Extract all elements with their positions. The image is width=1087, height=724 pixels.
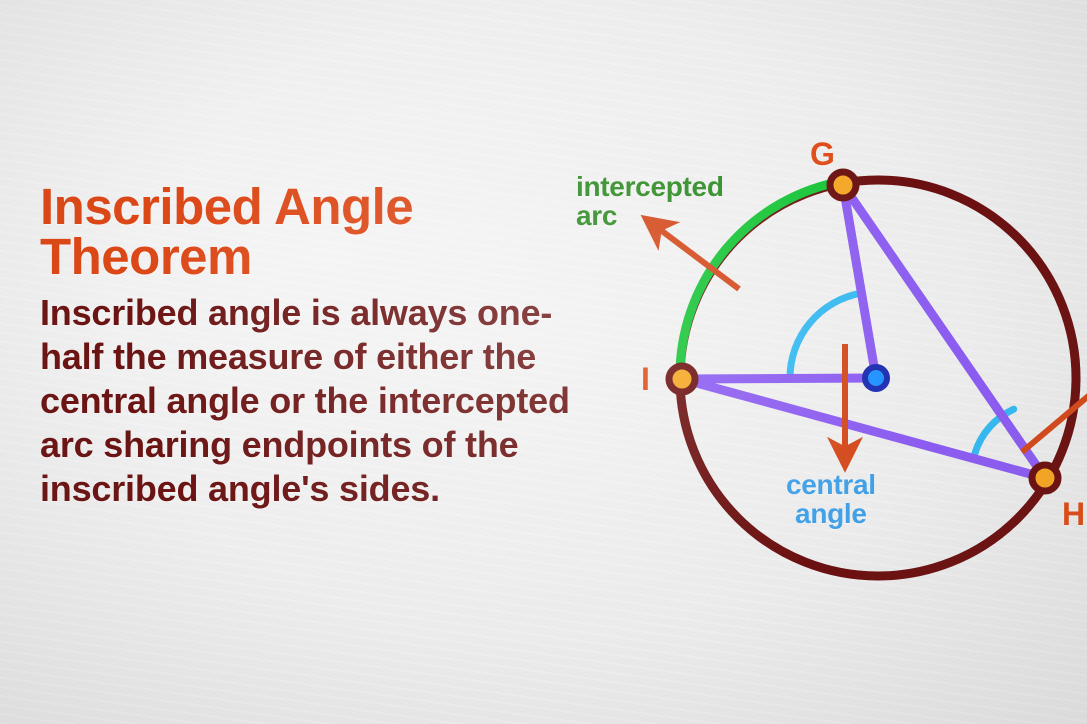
page-title: Inscribed Angle Theorem: [40, 178, 414, 286]
central-angle-label: central angle: [786, 469, 876, 530]
point-center-O[interactable]: [862, 364, 890, 392]
central-angle-arc: [786, 289, 865, 382]
chord-G-to-H: [838, 180, 1050, 483]
point-G[interactable]: [826, 168, 860, 202]
inscribed-angle-arc: [971, 405, 1018, 457]
intercepted-arc-arrow: [640, 214, 741, 292]
point-I[interactable]: [665, 362, 699, 396]
point-H[interactable]: [1028, 461, 1062, 495]
theorem-body-text: Inscribed angle is always one-half the m…: [40, 291, 570, 509]
point-label-h: H: [1062, 496, 1086, 532]
point-label-i: I: [641, 361, 650, 397]
point-label-g: G: [810, 136, 835, 172]
intercepted-arc-highlight: [675, 176, 849, 383]
radius-center-to-G: [838, 180, 881, 383]
intercepted-arc-label: intercepted arc: [576, 171, 724, 232]
chord-I-to-H: [677, 374, 1050, 483]
text-column: Inscribed Angle Theorem Inscribed angle …: [40, 178, 600, 511]
inscribed-angle-pointer-line: [1020, 393, 1087, 455]
